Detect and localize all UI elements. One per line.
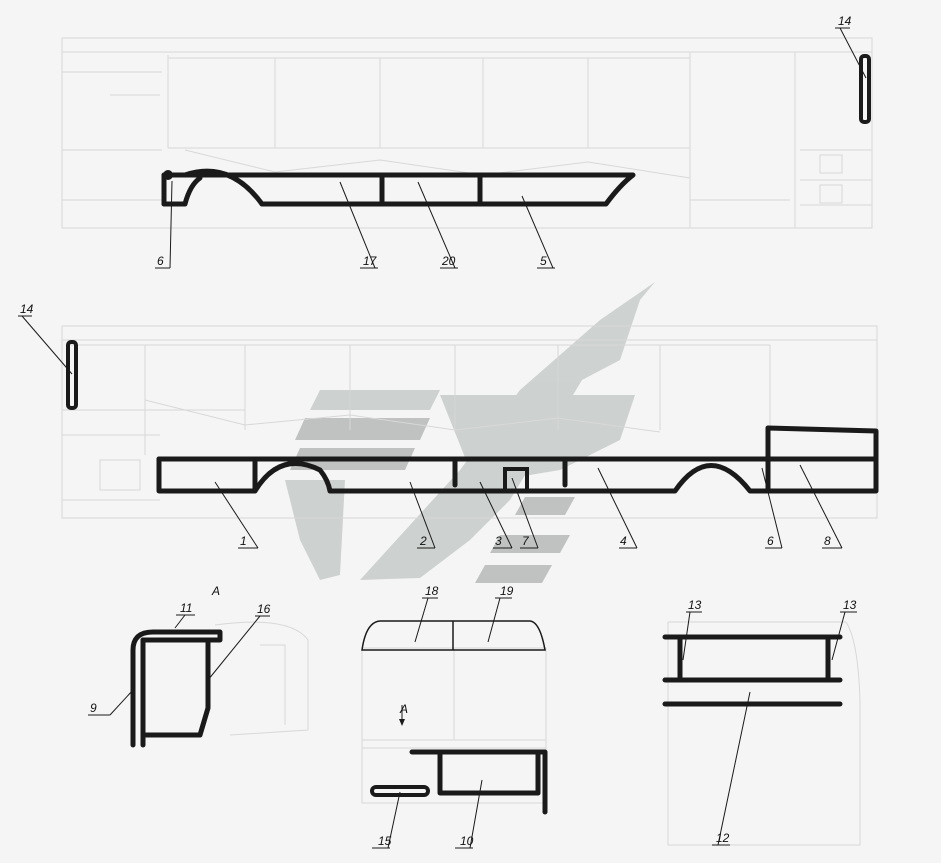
callout-13-left: 13 xyxy=(688,598,702,612)
detail-bottom-right xyxy=(662,611,861,846)
callout-13-right: 13 xyxy=(843,598,857,612)
detail-bottom-middle xyxy=(361,597,548,849)
callout-12: 12 xyxy=(716,831,730,845)
callout-11: 11 xyxy=(180,601,192,615)
bus-side-outline-top xyxy=(61,37,873,229)
callout-labels: 6 17 20 5 14 14 1 2 3 7 4 6 8 A 11 16 9 … xyxy=(20,14,857,848)
frame-top-view xyxy=(161,168,636,207)
callout-18: 18 xyxy=(425,584,439,598)
watermark-logo xyxy=(285,282,655,583)
callout-15: 15 xyxy=(378,834,392,848)
section-a-title: A xyxy=(211,584,220,598)
callout-5: 5 xyxy=(540,254,547,268)
part-14-pillar-middle xyxy=(66,340,78,410)
callout-14-top: 14 xyxy=(838,14,852,28)
callout-17: 17 xyxy=(363,254,378,268)
callout-6-top: 6 xyxy=(157,254,164,268)
callout-7: 7 xyxy=(522,534,530,548)
bus-side-outline-middle xyxy=(61,325,878,519)
callout-20: 20 xyxy=(441,254,456,268)
callout-6-middle: 6 xyxy=(767,534,774,548)
detail-a-section xyxy=(88,614,309,748)
callout-10: 10 xyxy=(460,834,474,848)
callout-3: 3 xyxy=(495,534,502,548)
callout-4: 4 xyxy=(620,534,627,548)
callout-2: 2 xyxy=(419,534,427,548)
leader-lines xyxy=(18,27,867,549)
callout-8: 8 xyxy=(824,534,831,548)
frame-middle-view xyxy=(156,425,879,494)
callout-19: 19 xyxy=(500,584,514,598)
callout-1: 1 xyxy=(240,534,247,548)
view-arrow-a-label: A xyxy=(399,702,408,716)
part-14-pillar-top xyxy=(859,54,871,124)
callout-14-middle: 14 xyxy=(20,302,34,316)
callout-9: 9 xyxy=(90,701,97,715)
callout-16: 16 xyxy=(257,602,271,616)
